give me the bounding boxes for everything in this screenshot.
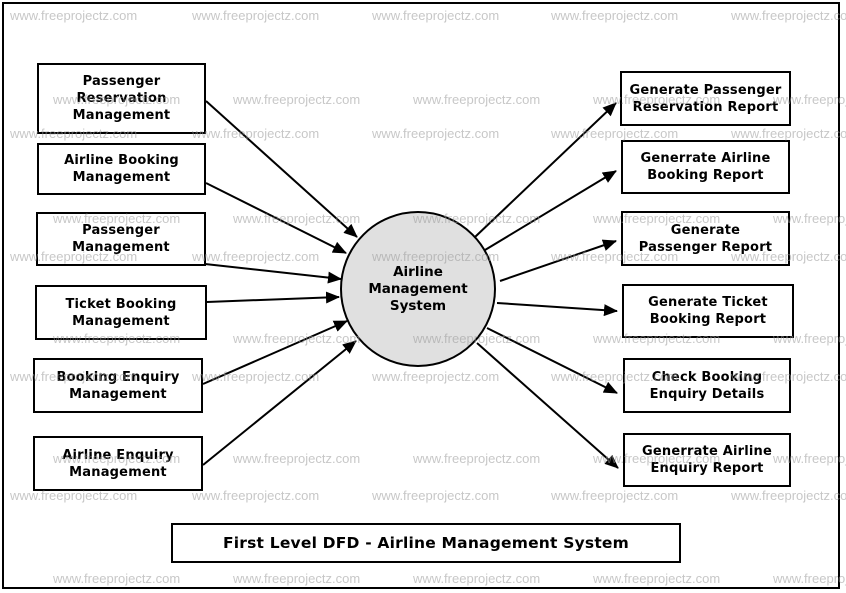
entity-label: Airline Enquiry Management [62,447,174,480]
output-generate-airline-enquiry-report: Generrate Airline Enquiry Report [623,433,791,487]
output-label: Generate Passenger Report [638,222,773,255]
diagram-caption-box: First Level DFD - Airline Management Sys… [171,523,681,563]
process-label: Airline Management System [368,263,468,314]
entity-passenger-management: Passenger Management [36,212,206,266]
output-label: Generate Ticket Booking Report [648,295,768,327]
entity-label: Passenger Reservation Management [72,74,171,123]
output-check-booking-enquiry-details: Check Booking Enquiry Details [623,358,791,413]
entity-airline-enquiry-management: Airline Enquiry Management [33,436,203,491]
output-label: Check Booking Enquiry Details [649,369,765,402]
entity-label: Airline Booking Management [64,153,179,185]
process-airline-management-system: Airline Management System [340,211,496,367]
entity-passenger-reservation-management: Passenger Reservation Management [37,63,206,134]
entity-label: Passenger Management [72,223,170,255]
entity-ticket-booking-management: Ticket Booking Management [35,285,207,340]
entity-airline-booking-management: Airline Booking Management [37,143,206,195]
entity-label: Ticket Booking Management [65,296,177,329]
diagram-caption: First Level DFD - Airline Management Sys… [222,534,629,552]
entity-booking-enquiry-management: Booking Enquiry Management [33,358,203,413]
output-generate-passenger-reservation-report: Generate Passenger Reservation Report [620,71,791,126]
output-generate-ticket-booking-report: Generate Ticket Booking Report [622,284,794,338]
output-label: Generrate Airline Enquiry Report [641,444,773,476]
output-label: Generate Passenger Reservation Report [629,82,782,115]
output-generate-airline-booking-report: Generrate Airline Booking Report [621,140,790,194]
entity-label: Booking Enquiry Management [56,369,180,402]
output-label: Generrate Airline Booking Report [640,151,771,183]
output-generate-passenger-report: Generate Passenger Report [621,211,790,266]
